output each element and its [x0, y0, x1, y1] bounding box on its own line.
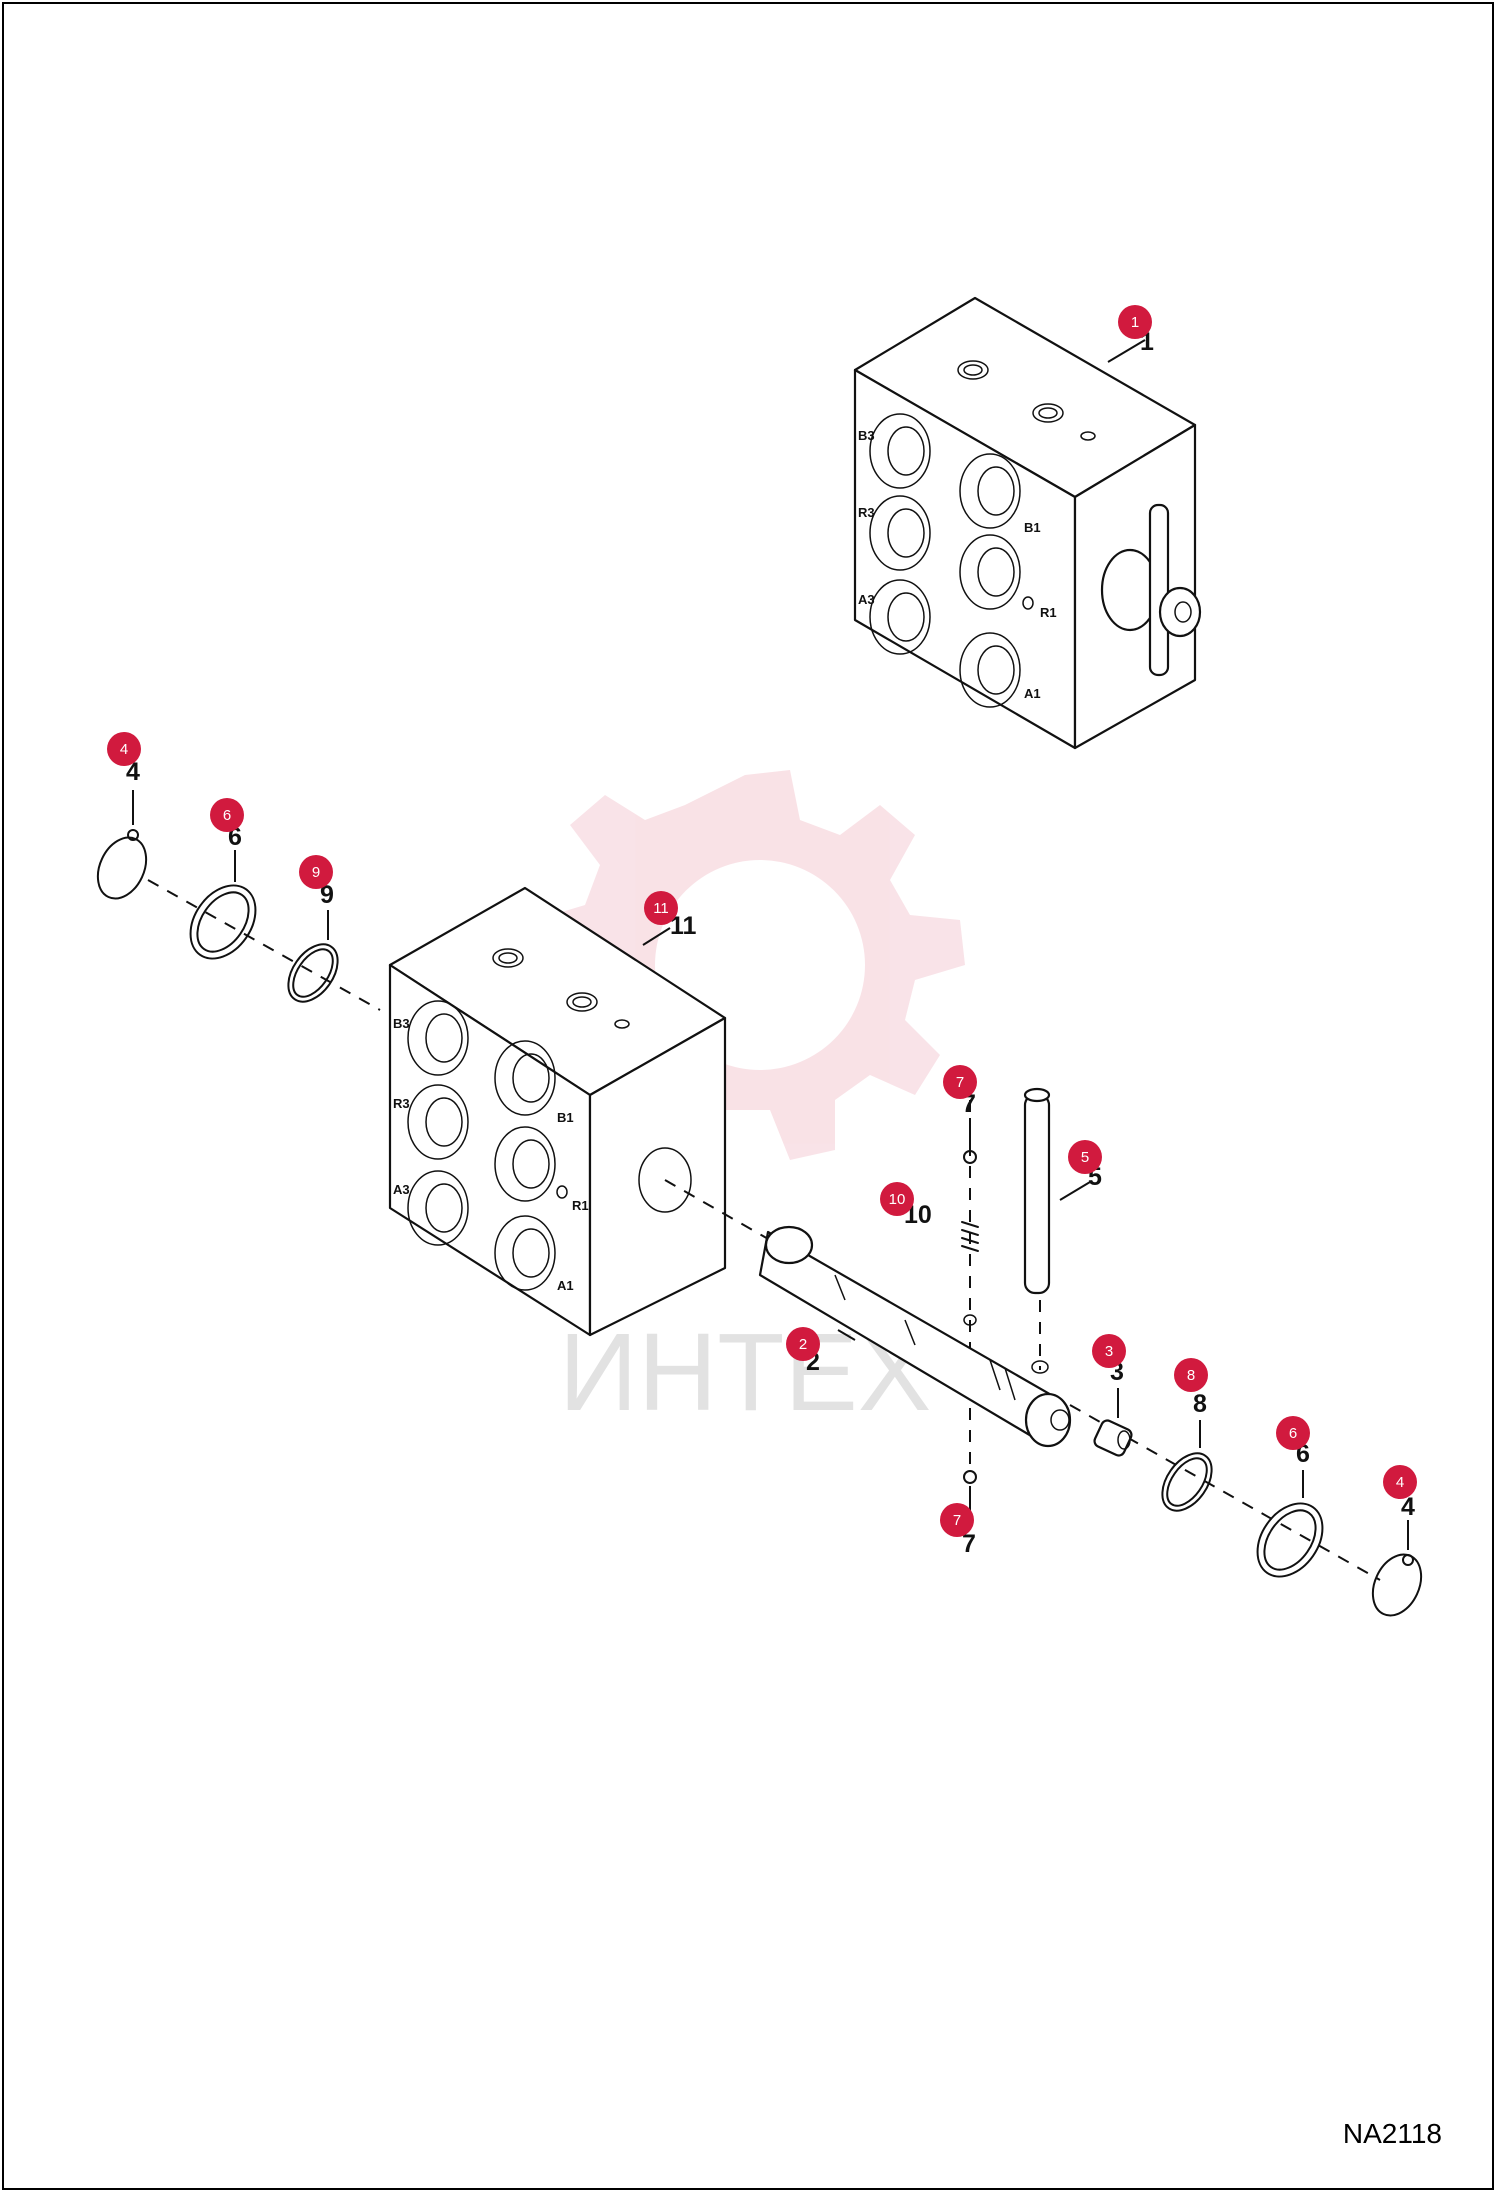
balloon-8[interactable]: 8: [1174, 1358, 1208, 1392]
part-number-8: 8: [1193, 1390, 1207, 1418]
o-ring-right: [1161, 1452, 1213, 1512]
spring: [961, 1221, 979, 1252]
balloon-1[interactable]: 1: [1118, 305, 1152, 339]
balloon-3[interactable]: 3: [1092, 1334, 1126, 1368]
balloon-4[interactable]: 4: [1383, 1465, 1417, 1499]
bushing: [1093, 1419, 1133, 1457]
port-label-a1: A1: [1024, 686, 1041, 701]
svg-text:5: 5: [1081, 1149, 1089, 1166]
port-label-b3: B3: [393, 1016, 410, 1031]
balloon-2[interactable]: 2: [786, 1327, 820, 1361]
port-label-b1: B1: [557, 1110, 574, 1125]
svg-text:4: 4: [120, 741, 128, 758]
leader-lines: [132, 339, 1409, 1550]
svg-text:10: 10: [889, 1191, 906, 1208]
figure-code: NA2118: [1342, 2118, 1442, 2149]
detent-ball-top: [963, 1150, 977, 1164]
svg-text:8: 8: [1187, 1367, 1195, 1384]
port-label-r3: R3: [393, 1096, 410, 1111]
port-label-b1: B1: [1024, 520, 1041, 535]
balloon-7[interactable]: 7: [943, 1065, 977, 1099]
port-label-a1: A1: [557, 1278, 574, 1293]
port-label-a3: A3: [858, 592, 875, 607]
svg-text:11: 11: [653, 900, 669, 917]
detent-ball-bottom: [963, 1470, 977, 1484]
svg-text:2: 2: [799, 1336, 807, 1353]
port-label-b3: B3: [858, 428, 875, 443]
balloon-9[interactable]: 9: [299, 855, 333, 889]
svg-text:4: 4: [1396, 1474, 1404, 1491]
svg-text:7: 7: [956, 1074, 964, 1091]
port-label-r3: R3: [858, 505, 875, 520]
part-number-9: 9: [320, 881, 334, 909]
svg-text:3: 3: [1105, 1343, 1113, 1360]
svg-text:9: 9: [312, 864, 320, 881]
balloon-6[interactable]: 6: [1276, 1416, 1310, 1450]
balloon-7[interactable]: 7: [940, 1503, 974, 1537]
seal-ring-right: [1256, 1502, 1324, 1578]
svg-text:1: 1: [1131, 314, 1139, 331]
part-number-texts: 1 11 4 6 9 7 5 10 2 3 8 6 4 7: [126, 328, 1415, 1558]
retaining-ring-left: [96, 829, 148, 900]
assembly-axis: [147, 879, 1381, 1581]
port-label-a3: A3: [393, 1182, 410, 1197]
callout-balloons: 1 11 4 6 9 7 5 10 2 3 8 6 4 7: [107, 305, 1417, 1537]
balloon-4[interactable]: 4: [107, 732, 141, 766]
svg-text:6: 6: [1289, 1425, 1297, 1442]
retaining-ring-right: [1371, 1553, 1423, 1617]
pin: [1023, 1087, 1051, 1295]
balloon-11[interactable]: 11: [644, 891, 678, 925]
valve-block-assembled: B3 R3 A3 B1 R1 A1: [853, 296, 1202, 750]
svg-text:6: 6: [223, 807, 231, 824]
valve-housing: B3 R3 A3 B1 R1 A1: [388, 886, 727, 1337]
seal-ring-left: [189, 884, 257, 960]
o-ring-left: [287, 943, 339, 1003]
port-label-r1: R1: [572, 1198, 589, 1213]
balloon-6[interactable]: 6: [210, 798, 244, 832]
valve-spool: [758, 1225, 1072, 1448]
balloon-10[interactable]: 10: [880, 1182, 914, 1216]
svg-text:7: 7: [953, 1512, 961, 1529]
part-number-4: 4: [1401, 1493, 1415, 1521]
balloon-5[interactable]: 5: [1068, 1140, 1102, 1174]
port-label-r1: R1: [1040, 605, 1057, 620]
part-number-7: 7: [962, 1530, 976, 1558]
